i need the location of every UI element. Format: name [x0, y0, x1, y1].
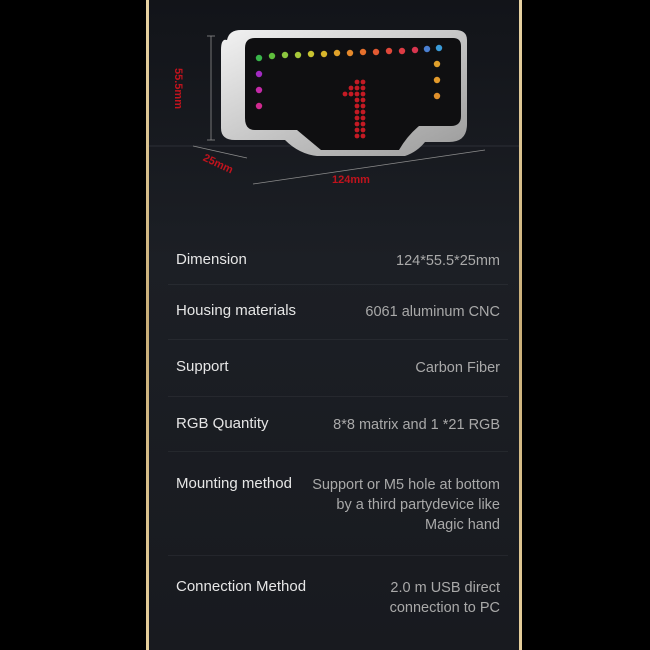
spec-label: Connection Method [176, 578, 307, 595]
spec-value: Support or M5 hole at bottom by a third … [312, 477, 500, 533]
spec-label: Housing materials [176, 302, 297, 319]
spec-row-mounting: Mounting method Support or M5 hole at bo… [168, 452, 508, 556]
spec-label: Mounting method [176, 475, 292, 492]
spec-row-connection: Connection Method 2.0 m USB direct conne… [168, 556, 508, 634]
gold-border-left [146, 0, 149, 650]
spec-table: Dimension 124*55.5*25mm Housing material… [168, 230, 508, 634]
height-dimension-label: 55.5mm [172, 68, 184, 109]
rgb-strip-top [255, 44, 443, 62]
gold-border-right [519, 0, 522, 650]
spec-value: Carbon Fiber [415, 360, 500, 376]
dimension-lines [192, 35, 486, 185]
spec-label: Support [176, 358, 229, 375]
matrix-digit [342, 79, 366, 139]
spec-row-dimension: Dimension 124*55.5*25mm [168, 230, 508, 285]
spec-row-support: Support Carbon Fiber [168, 340, 508, 397]
rgb-strip-right [433, 60, 441, 100]
spec-label: RGB Quantity [176, 415, 269, 432]
spec-row-rgb: RGB Quantity 8*8 matrix and 1 *21 RGB [168, 397, 508, 452]
width-dimension-label: 124mm [332, 174, 370, 186]
device-illustration [149, 30, 519, 185]
spec-value: 2.0 m USB direct connection to PC [389, 580, 500, 616]
spec-value: 8*8 matrix and 1 *21 RGB [333, 417, 500, 433]
rgb-strip-left [255, 70, 263, 110]
spec-value: 6061 aluminum CNC [365, 304, 500, 320]
spec-value: 124*55.5*25mm [396, 253, 500, 269]
spec-row-housing: Housing materials 6061 aluminum CNC [168, 285, 508, 340]
spec-label: Dimension [176, 251, 247, 268]
